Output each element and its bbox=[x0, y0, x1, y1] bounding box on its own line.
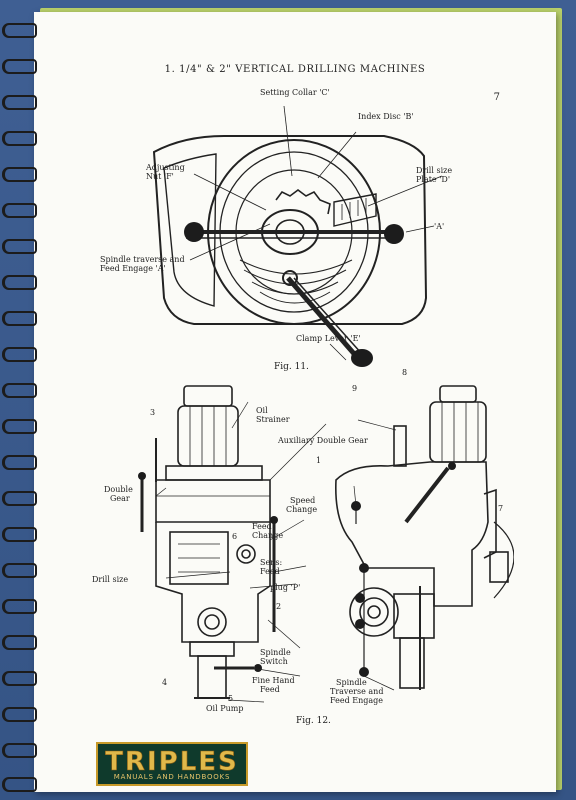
logo-title: TRIPLES bbox=[105, 747, 239, 778]
spindle-traverse-feed-label-3: Feed Engage bbox=[330, 696, 383, 705]
drill-size-plate-label-2: Plate 'D' bbox=[416, 175, 451, 184]
sens-feed-label-2: Feed bbox=[260, 567, 280, 576]
binding-ring bbox=[0, 310, 37, 326]
spindle-traverse-label-2: Feed Engage 'A' bbox=[100, 264, 166, 273]
drill-size-label: Drill size bbox=[92, 575, 129, 584]
binding-ring bbox=[0, 202, 37, 218]
page-header: 1. 1/4" & 2" VERTICAL DRILLING MACHINES bbox=[164, 64, 426, 75]
speed-change-label-2: Change bbox=[286, 505, 318, 514]
binding-ring bbox=[0, 562, 37, 578]
figure-12-caption: Fig. 12. bbox=[296, 716, 331, 726]
sens-feed-label-1: Sens: bbox=[260, 558, 283, 567]
callout-4: 4 bbox=[162, 678, 168, 687]
callout-9: 9 bbox=[352, 384, 358, 393]
binding-ring bbox=[0, 346, 37, 362]
oil-pump-label: Oil Pump bbox=[206, 704, 244, 713]
figure-11-caption: Fig. 11. bbox=[274, 362, 309, 372]
speed-change-label-1: Speed bbox=[290, 496, 316, 505]
fine-hand-feed-label-2: Feed bbox=[260, 685, 280, 694]
binding-ring bbox=[0, 526, 37, 542]
callout-8: 8 bbox=[402, 368, 408, 377]
binding-ring bbox=[0, 238, 37, 254]
clamp-lever-label: Clamp Lever 'E' bbox=[296, 334, 361, 343]
auxiliary-double-gear-label: Auxiliary Double Gear bbox=[278, 436, 368, 445]
spindle-traverse-feed-label-1: Spindle bbox=[336, 678, 367, 687]
setting-collar-label: Setting Collar 'C' bbox=[260, 88, 330, 97]
binding-ring bbox=[0, 634, 37, 650]
binding-ring bbox=[0, 490, 37, 506]
binding-ring bbox=[0, 94, 37, 110]
manual-page: 1. 1/4" & 2" VERTICAL DRILLING MACHINES … bbox=[34, 12, 556, 792]
callout-3: 3 bbox=[150, 408, 156, 417]
callout-5: 5 bbox=[228, 694, 234, 703]
feed-change-label-1: Feed bbox=[252, 522, 272, 531]
adjusting-nut-label-2: Nut 'F' bbox=[146, 172, 174, 181]
binding-ring bbox=[0, 670, 37, 686]
index-disc-label: Index Disc 'B' bbox=[358, 112, 414, 121]
fine-hand-feed-label-1: Fine Hand bbox=[252, 676, 295, 685]
binding-ring bbox=[0, 166, 37, 182]
binding-ring bbox=[0, 274, 37, 290]
feed-change-label-2: Change bbox=[252, 531, 284, 540]
callout-1: 1 bbox=[316, 456, 322, 465]
plug-p-label: plug 'P' bbox=[270, 583, 301, 592]
spindle-switch-label-2: Switch bbox=[260, 657, 288, 666]
double-gear-label-1: Double bbox=[104, 485, 133, 494]
spindle-switch-label-1: Spindle bbox=[260, 648, 291, 657]
adjusting-nut-label-1: Adjusting bbox=[146, 163, 185, 172]
page-number: 7 bbox=[493, 92, 500, 103]
binding-ring bbox=[0, 22, 37, 38]
triples-logo: TRIPLES MANUALS AND HANDBOOKS bbox=[96, 742, 248, 786]
binding-ring bbox=[0, 418, 37, 434]
binding-ring bbox=[0, 454, 37, 470]
binding-ring bbox=[0, 776, 37, 792]
logo-subtitle: MANUALS AND HANDBOOKS bbox=[113, 773, 231, 781]
callout-7: 7 bbox=[498, 504, 504, 513]
oil-strainer-label-1: Oil bbox=[256, 406, 268, 415]
callout-6: 6 bbox=[232, 532, 238, 541]
figure-11-drawing bbox=[152, 105, 443, 367]
spindle-traverse-label-1: Spindle traverse and bbox=[100, 255, 185, 264]
binding-ring bbox=[0, 58, 37, 74]
oil-strainer-label-2: Strainer bbox=[256, 415, 290, 424]
binding-ring bbox=[0, 742, 37, 758]
spindle-traverse-feed-label-2: Traverse and bbox=[330, 687, 384, 696]
binding-ring bbox=[0, 382, 37, 398]
figure-12-drawing bbox=[138, 385, 514, 703]
binding-ring bbox=[0, 706, 37, 722]
a-label: 'A' bbox=[434, 222, 445, 231]
binding-ring bbox=[0, 598, 37, 614]
double-gear-label-2: Gear bbox=[110, 494, 130, 503]
binding-ring bbox=[0, 130, 37, 146]
callout-2: 2 bbox=[276, 602, 282, 611]
drill-size-plate-label-1: Drill size bbox=[416, 166, 453, 175]
